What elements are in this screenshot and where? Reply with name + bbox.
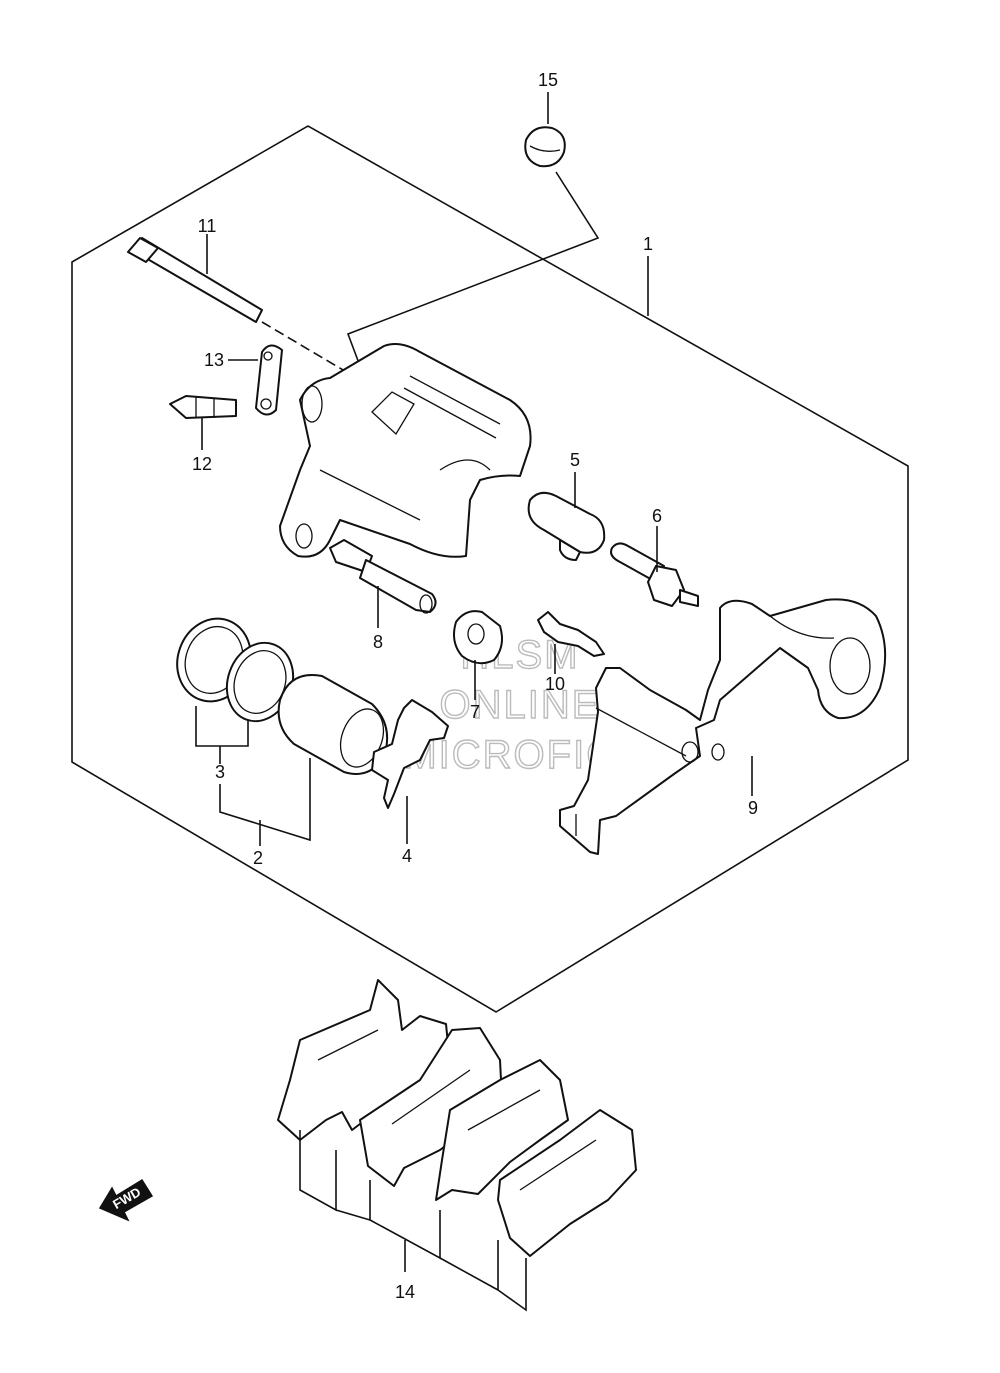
sleeve-part-5 xyxy=(527,491,606,561)
piston-part-2 xyxy=(277,674,388,775)
callout-13: 13 xyxy=(204,350,224,370)
forward-direction-icon: FWD xyxy=(98,1178,154,1222)
callout-11: 11 xyxy=(198,216,217,236)
bleeder-valve-part-12 xyxy=(169,395,237,419)
callout-7: 7 xyxy=(470,702,480,722)
watermark-line-2: ONLINE xyxy=(440,683,601,727)
bracket-part-9 xyxy=(559,598,887,855)
slide-pin-part-8 xyxy=(329,539,437,614)
bolt-part-6 xyxy=(610,542,699,607)
callout-8: 8 xyxy=(373,632,383,652)
callout-6: 6 xyxy=(652,506,662,526)
caliper-body xyxy=(279,343,532,558)
pin-part-11 xyxy=(127,237,263,323)
bleeder-cap-part-13 xyxy=(255,344,283,416)
cap-part-15 xyxy=(524,126,566,168)
boot-part-7 xyxy=(453,610,503,665)
pad-spring-part-4 xyxy=(371,699,449,809)
callout-9: 9 xyxy=(748,798,758,818)
callout-12: 12 xyxy=(192,454,212,474)
callout-14: 14 xyxy=(395,1282,415,1302)
callout-5: 5 xyxy=(570,450,580,470)
callout-10: 10 xyxy=(545,674,565,694)
callout-3: 3 xyxy=(215,762,225,782)
callout-4: 4 xyxy=(402,846,412,866)
brake-pads-part-14 xyxy=(277,979,637,1257)
callout-15: 15 xyxy=(538,70,558,90)
callout-2: 2 xyxy=(253,848,263,868)
spring-clip-part-10 xyxy=(537,611,605,657)
callout-1: 1 xyxy=(643,234,653,254)
assembly-outline xyxy=(71,125,909,1013)
